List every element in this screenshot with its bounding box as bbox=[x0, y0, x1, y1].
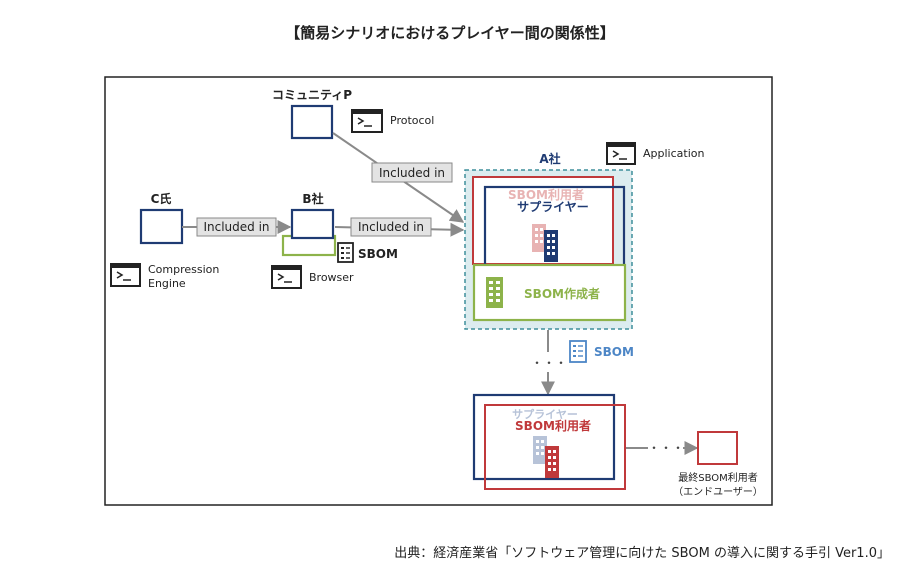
building-icon-light bbox=[533, 436, 547, 464]
ellipsis-vertical: ・・・ bbox=[531, 356, 567, 370]
edge-label-b-to-a: Included in bbox=[358, 220, 424, 234]
protocol-terminal-icon bbox=[351, 109, 383, 133]
a-company-label: A社 bbox=[539, 151, 560, 166]
compression-label-2: Engine bbox=[148, 277, 186, 290]
edge-label-box-b-to-a bbox=[350, 217, 432, 237]
c-person-node bbox=[139, 208, 184, 245]
sbom-user-box-b bbox=[484, 404, 626, 490]
edge-label-box-community-to-a bbox=[371, 162, 453, 183]
sbom-user-label-b: SBOM利用者 bbox=[515, 418, 591, 433]
sbom-document-icon-a bbox=[569, 340, 587, 363]
community-node bbox=[290, 104, 334, 140]
b-company-node bbox=[290, 208, 335, 240]
application-label: Application bbox=[643, 147, 704, 160]
sbom-document-icon-b bbox=[337, 242, 354, 263]
sbom-user-label-a: SBOM利用者 bbox=[508, 187, 584, 202]
edge-label-c-to-b: Included in bbox=[203, 220, 269, 234]
end-user-label-1: 最終SBOM利用者 bbox=[678, 471, 758, 484]
building-icon-red bbox=[545, 446, 559, 478]
browser-label: Browser bbox=[309, 271, 354, 284]
sbom-label-b: SBOM bbox=[358, 247, 398, 261]
ellipsis-horizontal: ・・・ bbox=[648, 441, 684, 455]
browser-terminal-icon bbox=[271, 265, 302, 289]
page-title: 【簡易シナリオにおけるプレイヤー間の関係性】 bbox=[285, 24, 615, 42]
compression-terminal-icon bbox=[110, 263, 141, 287]
compression-label-1: Compression bbox=[148, 263, 219, 276]
end-user-label-2: （エンドユーザー） bbox=[673, 486, 763, 498]
sbom-label-a: SBOM bbox=[594, 345, 634, 359]
source-citation: 出典：経済産業省「ソフトウェア管理に向けた SBOM の導入に関する手引 Ver… bbox=[394, 545, 890, 561]
b-company-label: B社 bbox=[302, 191, 323, 206]
community-label: コミュニティP bbox=[272, 88, 352, 102]
building-icon-green bbox=[486, 277, 503, 308]
edge-label-community-to-a: Included in bbox=[379, 166, 445, 180]
building-icon-pink bbox=[532, 224, 546, 252]
end-user-node bbox=[697, 431, 738, 465]
c-person-label: C氏 bbox=[151, 191, 172, 206]
supplier-label-a: サプライヤー bbox=[517, 199, 589, 214]
building-icon-navy bbox=[544, 230, 558, 262]
edge-label-box-c-to-b bbox=[196, 217, 277, 237]
protocol-label: Protocol bbox=[390, 114, 434, 127]
supplier-label-b: サプライヤー bbox=[512, 407, 578, 421]
sbom-creator-label: SBOM作成者 bbox=[524, 286, 600, 301]
application-terminal-icon bbox=[606, 142, 636, 165]
diagram-frame bbox=[104, 76, 773, 506]
